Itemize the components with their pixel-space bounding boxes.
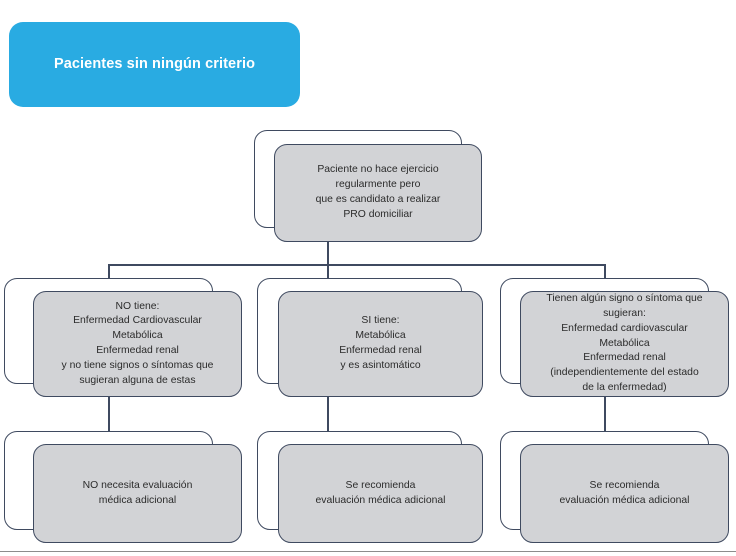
card-front[interactable]: Se recomienda evaluación médica adiciona… — [278, 444, 483, 543]
node-text: NO necesita evaluación médica adicional — [82, 479, 193, 506]
card-front[interactable]: Tienen algún signo o síntoma que sugiera… — [520, 291, 729, 397]
header-banner-label: Pacientes sin ningún criterio — [53, 55, 256, 72]
node-criteria-right: Tienen algún signo o síntoma que sugiera… — [500, 278, 729, 397]
node-outcome-right: Se recomienda evaluación médica adiciona… — [500, 431, 729, 543]
footer-divider — [0, 551, 736, 553]
node-outcome-center: Se recomienda evaluación médica adiciona… — [257, 431, 483, 543]
header-banner: Pacientes sin ningún criterio — [9, 22, 300, 107]
connector-center-to-outcome — [327, 397, 329, 443]
node-text: Tienen algún signo o síntoma que sugiera… — [546, 293, 703, 393]
card-front[interactable]: Paciente no hace ejercicio regularmente … — [274, 144, 482, 242]
node-text: Se recomienda evaluación médica adiciona… — [559, 479, 690, 506]
node-criteria-left: NO tiene: Enfermedad Cardiovascular Meta… — [4, 278, 242, 397]
card-front[interactable]: SI tiene: Metabólica Enfermedad renal y … — [278, 291, 483, 397]
connector-right-to-outcome — [604, 397, 606, 443]
card-front[interactable]: NO tiene: Enfermedad Cardiovascular Meta… — [33, 291, 242, 397]
connector-left-to-outcome — [108, 397, 110, 443]
card-front[interactable]: Se recomienda evaluación médica adiciona… — [520, 444, 729, 543]
node-root: Paciente no hace ejercicio regularmente … — [254, 130, 482, 242]
card-front[interactable]: NO necesita evaluación médica adicional — [33, 444, 242, 543]
connector-distribution-bar — [108, 264, 605, 266]
node-outcome-left: NO necesita evaluación médica adicional — [4, 431, 242, 543]
node-text: Se recomienda evaluación médica adiciona… — [315, 479, 446, 506]
connector-root-stem — [327, 242, 329, 265]
connector-drop-center — [327, 264, 329, 290]
node-text: NO tiene: Enfermedad Cardiovascular Meta… — [61, 300, 214, 386]
node-text: Paciente no hace ejercicio regularmente … — [315, 164, 441, 220]
node-text: SI tiene: Metabólica Enfermedad renal y … — [339, 315, 422, 371]
node-criteria-center: SI tiene: Metabólica Enfermedad renal y … — [257, 278, 483, 397]
connector-drop-left — [108, 264, 110, 290]
connector-drop-right — [604, 264, 606, 290]
